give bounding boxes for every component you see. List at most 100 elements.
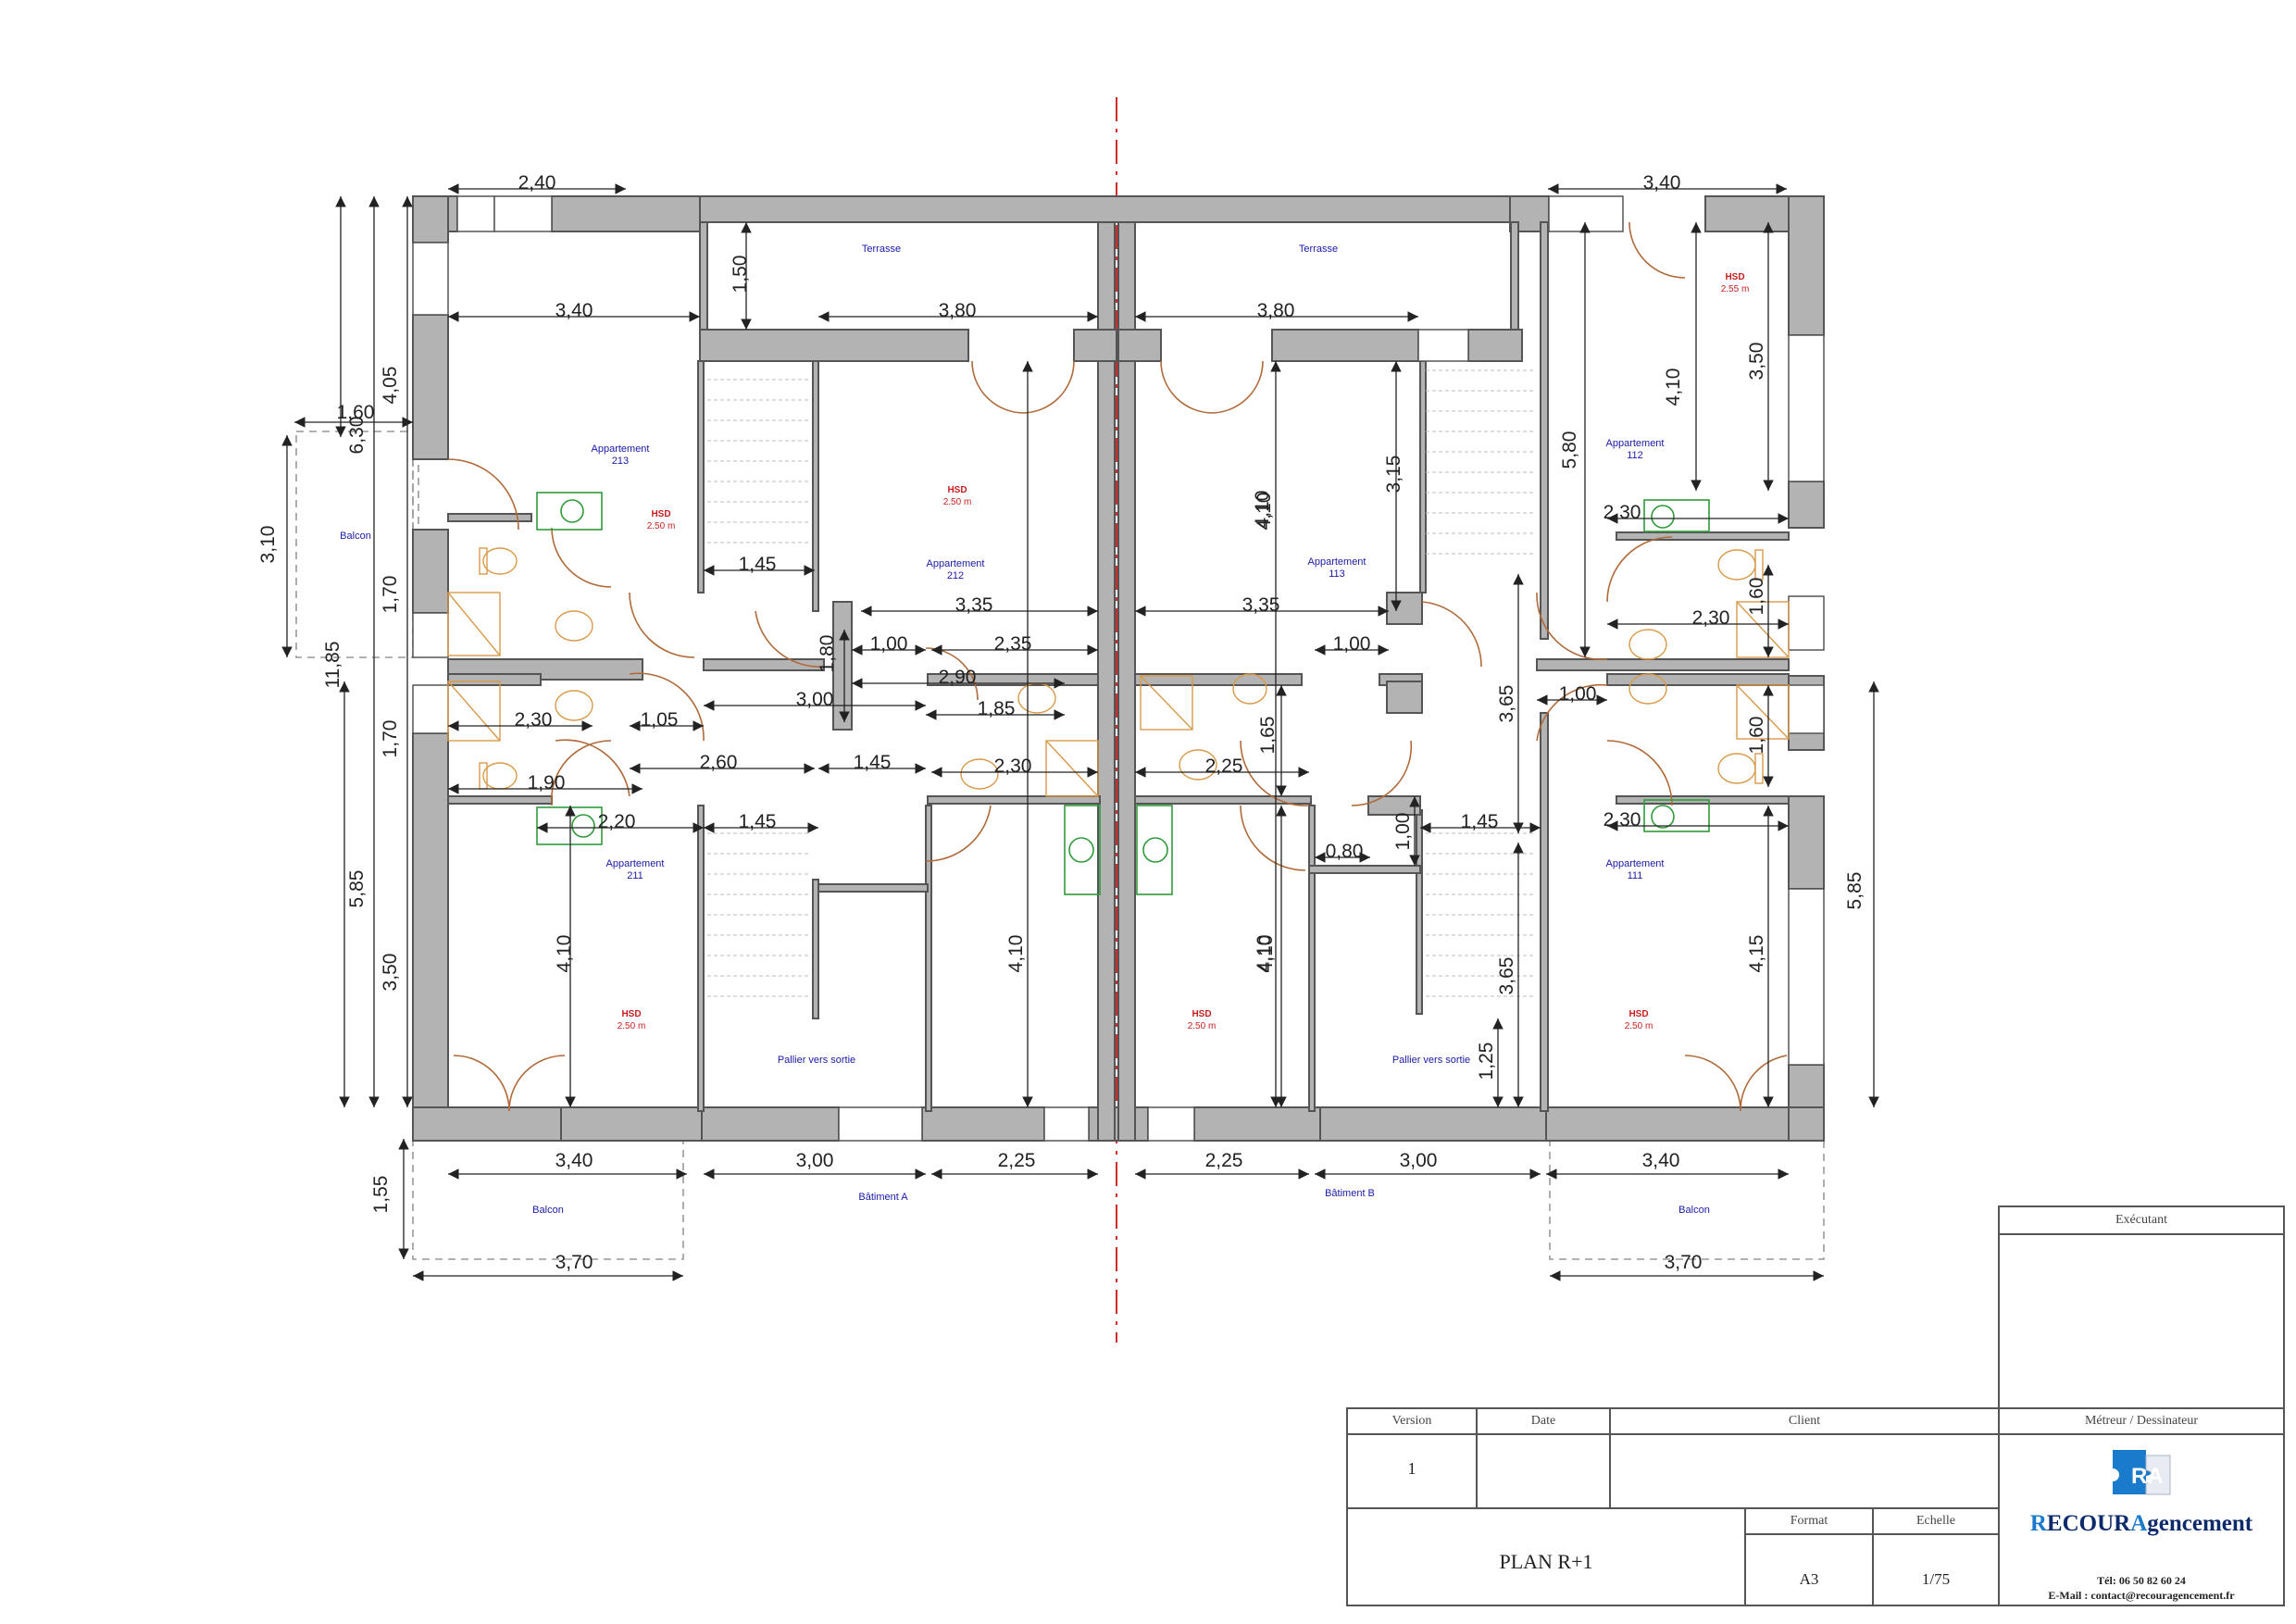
dim-m230b: 2,30	[994, 756, 1032, 777]
dim-m185: 1,85	[978, 698, 1016, 719]
dim-m105: 1,05	[641, 709, 679, 731]
dim-m100c: 1,00	[1392, 813, 1414, 851]
dim-m335b: 3,35	[1242, 594, 1280, 616]
dim-b340a: 3,40	[555, 1150, 593, 1171]
terrasse-right: Terrasse	[1299, 244, 1338, 255]
dim-r100: 1,00	[1559, 683, 1597, 705]
dim-m290: 2,90	[939, 667, 977, 688]
dim-m335a: 3,35	[955, 594, 993, 616]
walls	[412, 195, 1825, 1142]
dim-r160a: 1,60	[1746, 578, 1767, 616]
dim-405: 4,05	[380, 367, 401, 405]
dim-b370b: 3,70	[1665, 1252, 1703, 1273]
room-212-num: 212	[947, 570, 964, 581]
company-name: RECOURAgencement	[2000, 1511, 2283, 1537]
pallier-right: Pallier vers sortie	[1392, 1055, 1470, 1066]
dim-1185: 11,85	[322, 642, 343, 689]
dim-top-right: 3,40	[1643, 172, 1681, 194]
dim-m300: 3,00	[796, 689, 834, 710]
room-212-name: Appartement	[927, 558, 985, 569]
dim-stair-right: 3,15	[1383, 456, 1404, 493]
hsd-mid-label: HSD	[1192, 1009, 1211, 1019]
hsd-212-label: HSD	[947, 485, 967, 495]
dim-155: 1,55	[370, 1176, 392, 1214]
dim-top-left: 2,40	[518, 172, 556, 194]
dim-terrace-left: 3,80	[939, 300, 977, 321]
dim-l-room: 3,40	[555, 300, 593, 321]
dim-b225b: 2,25	[1205, 1150, 1243, 1171]
dim-630: 6,30	[346, 417, 368, 455]
hsd-213-label: HSD	[651, 509, 670, 519]
dim-m230a: 2,30	[515, 709, 553, 731]
dim-a113-h: 4,10	[1254, 493, 1275, 531]
dim-r415: 4,15	[1746, 935, 1767, 973]
company-r: R	[2029, 1511, 2047, 1536]
balcon-bottom-left: Balcon	[532, 1205, 564, 1216]
executant-box: Exécutant	[1998, 1206, 2285, 1409]
room-112-num: 112	[1627, 450, 1643, 461]
room-213-name: Appartement	[592, 443, 650, 455]
hsd-211-value: 2.50 m	[618, 1021, 646, 1031]
room-213-num: 213	[612, 456, 629, 467]
hsd-213-value: 2.50 m	[647, 521, 676, 531]
executant-header: Exécutant	[2115, 1213, 2167, 1227]
date-header: Date	[1530, 1414, 1556, 1428]
title-block: Version Date Client Métreur / Dessinateu…	[1346, 1407, 2285, 1606]
dimension-lines	[281, 183, 1879, 1281]
hsd-111-label: HSD	[1628, 1009, 1648, 1019]
dim-b300a: 3,00	[796, 1150, 834, 1171]
dim-m100b: 1,00	[1333, 633, 1371, 655]
dim-m410-211: 4,10	[554, 935, 575, 973]
dim-r160b: 1,60	[1746, 717, 1767, 755]
room-113-num: 113	[1329, 568, 1345, 580]
hsd-112-value: 2.55 m	[1721, 284, 1750, 294]
company-gencement: gencement	[2147, 1511, 2253, 1536]
dim-a112-side: 5,80	[1559, 431, 1580, 469]
logo-letters: RA	[2131, 1464, 2164, 1489]
dim-m080: 0,80	[1326, 841, 1364, 862]
dim-a112-w: 4,10	[1663, 369, 1684, 406]
dim-m145a: 1,45	[739, 554, 777, 575]
company-a: A	[2130, 1511, 2148, 1536]
dim-m365a: 3,65	[1496, 685, 1517, 723]
dim-r230b: 2,30	[1692, 607, 1730, 629]
dim-m365b: 3,65	[1496, 957, 1517, 995]
version-header: Version	[1391, 1414, 1432, 1428]
room-111-name: Appartement	[1606, 858, 1665, 869]
pallier-left: Pallier vers sortie	[778, 1055, 855, 1066]
dim-b225a: 2,25	[998, 1150, 1036, 1171]
dim-a212-h: 4,10	[1005, 935, 1027, 973]
dim-b300b: 3,00	[1400, 1150, 1438, 1171]
dim-585-left: 5,85	[346, 870, 368, 908]
dim-350-left: 3,50	[380, 954, 401, 992]
dim-m410-left: 4,10	[1254, 935, 1275, 973]
dim-m410-212: 4,10	[1252, 491, 1273, 529]
dim-170b: 1,70	[380, 720, 401, 758]
dim-m145c: 1,45	[739, 811, 777, 832]
company-logo: RA	[2100, 1444, 2183, 1504]
dim-m180: 1,80	[817, 635, 838, 673]
dim-m100a: 1,00	[870, 633, 908, 655]
dim-m125: 1,25	[1476, 1043, 1497, 1081]
balcon-left: Balcon	[340, 531, 371, 542]
staircases	[707, 369, 1533, 997]
windows	[412, 195, 1825, 1142]
dim-b340b: 3,40	[1642, 1150, 1680, 1171]
hsd-211-label: HSD	[621, 1009, 641, 1019]
room-112-name: Appartement	[1606, 438, 1665, 449]
hsd-mid-value: 2.50 m	[1188, 1021, 1217, 1031]
dim-585-right: 5,85	[1844, 872, 1866, 910]
company-email: E-Mail : contact@recouragencement.fr	[2048, 1589, 2235, 1602]
dim-r230c: 2,30	[1603, 809, 1641, 831]
hsd-112-label: HSD	[1725, 272, 1744, 282]
dim-160: 1,60	[337, 402, 375, 423]
dim-310: 3,10	[257, 526, 279, 564]
client-header: Client	[1788, 1414, 1821, 1428]
company-phone: Tél: 06 50 82 60 24	[2097, 1574, 2186, 1587]
format-header: Format	[1790, 1514, 1828, 1528]
dim-m145b: 1,45	[854, 752, 892, 773]
dim-m220: 2,20	[598, 811, 636, 832]
balcon-bottom-right: Balcon	[1678, 1205, 1710, 1216]
room-211-num: 211	[627, 870, 643, 881]
terrasse-left: Terrasse	[862, 244, 901, 255]
